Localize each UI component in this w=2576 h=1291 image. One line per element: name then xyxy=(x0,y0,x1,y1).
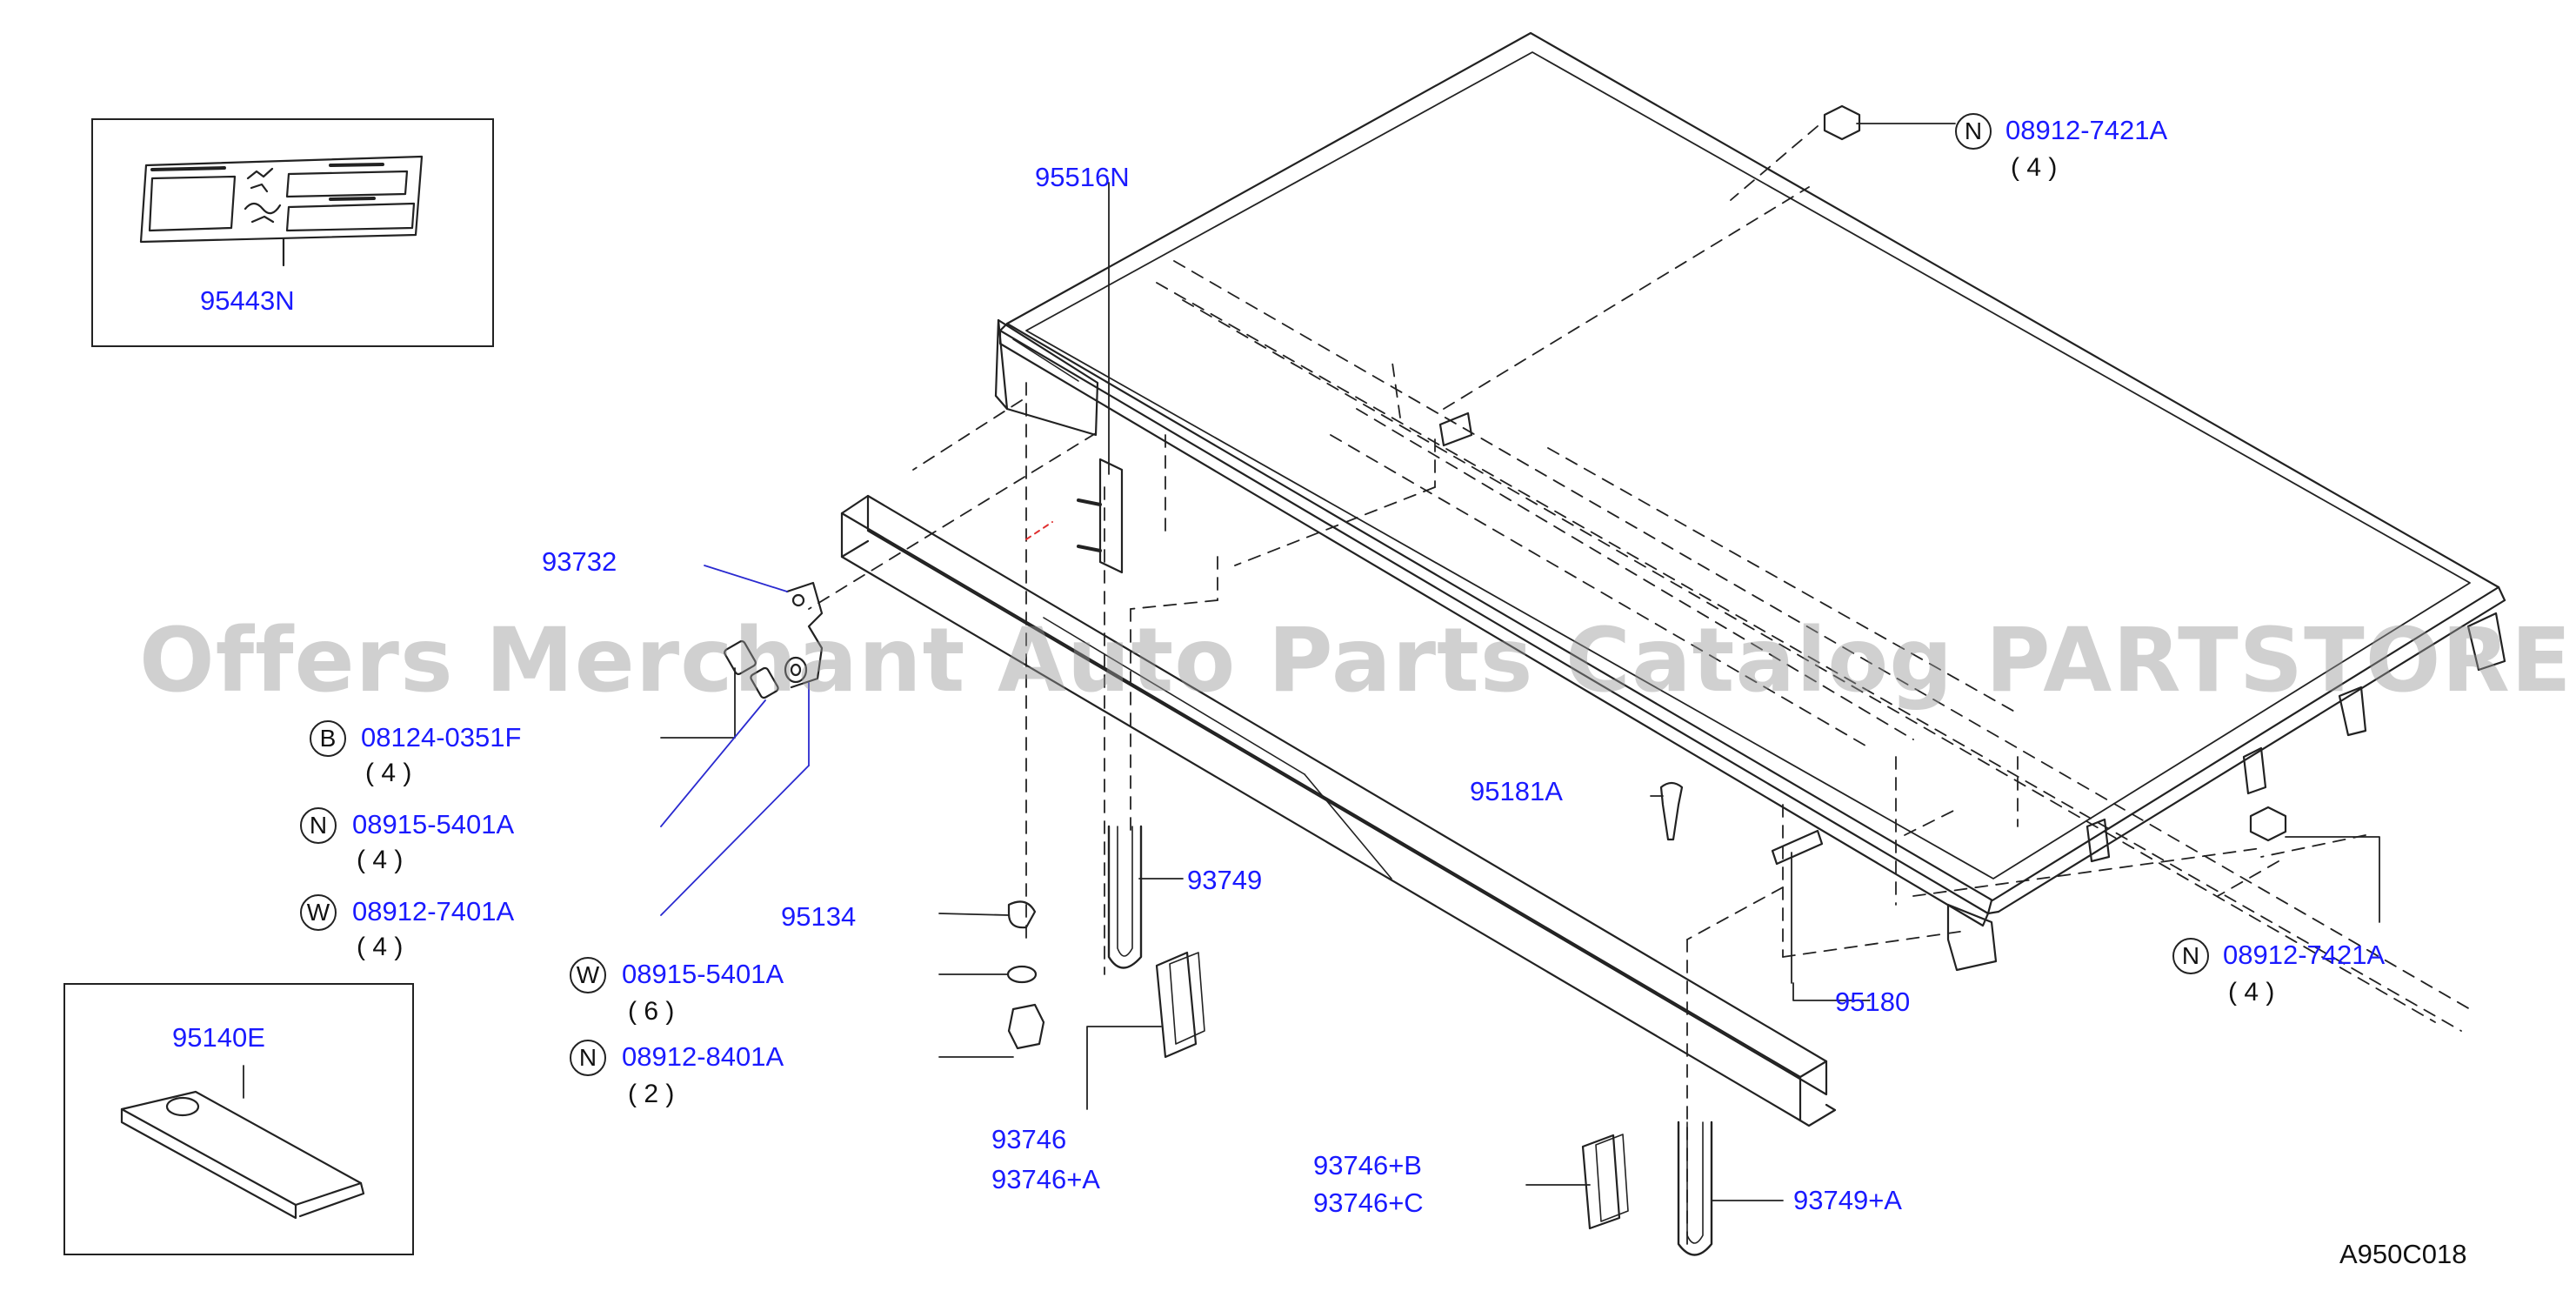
sticker-inset-box xyxy=(91,118,494,347)
part-label-93746-c[interactable]: 93746+C xyxy=(1313,1187,1424,1218)
part-label-93732[interactable]: 93732 xyxy=(542,546,617,577)
part-label-93746-b[interactable]: 93746+B xyxy=(1313,1150,1422,1181)
watermark-text: Offers Merchant Auto Parts Catalog PARTS… xyxy=(139,609,2576,712)
prefix-n-badge-right: N xyxy=(2172,938,2209,974)
part-label-95443N[interactable]: 95443N xyxy=(200,285,295,316)
label-sticker-drawing xyxy=(139,155,424,267)
bolt-plate-95516N-drawing xyxy=(1077,182,1124,574)
u-bolt-93749-drawing xyxy=(1107,825,1205,1059)
cross-member-beam xyxy=(840,494,1837,1127)
qty-08912-8401A: ( 2 ) xyxy=(628,1080,675,1108)
part-label-08915-5401A-b[interactable]: 08915-5401A xyxy=(622,959,784,989)
bracket-inset-box xyxy=(63,983,414,1255)
part-label-93746-a[interactable]: 93746+A xyxy=(991,1164,1100,1194)
part-label-08912-7421A-top[interactable]: 08912-7421A xyxy=(2005,115,2168,145)
part-label-93746[interactable]: 93746 xyxy=(991,1124,1067,1154)
qty-08912-7401A: ( 4 ) xyxy=(357,933,404,961)
bracket-93732-drawing xyxy=(724,581,824,699)
prefix-w-badge: W xyxy=(300,894,337,931)
part-label-08912-7401A[interactable]: 08912-7401A xyxy=(352,896,515,926)
qty-08912-7421A-right: ( 4 ) xyxy=(2228,978,2275,1007)
part-label-08912-8401A[interactable]: 08912-8401A xyxy=(622,1041,784,1072)
u-bolt-93749A-drawing xyxy=(1581,1120,1713,1256)
hardware-column-drawing xyxy=(1006,900,1045,1050)
floor-board-drawing xyxy=(994,31,2506,972)
part-label-93749[interactable]: 93749 xyxy=(1187,865,1263,895)
qty-08915-5401A-b: ( 6 ) xyxy=(628,997,675,1026)
prefix-n-badge: N xyxy=(300,807,337,844)
part-label-93749-a[interactable]: 93749+A xyxy=(1793,1185,1902,1215)
prefix-b-badge: B xyxy=(310,720,346,757)
part-label-08912-7421A-right[interactable]: 08912-7421A xyxy=(2223,940,2386,970)
qty-08915-5401A: ( 4 ) xyxy=(357,846,404,874)
part-label-95180[interactable]: 95180 xyxy=(1835,987,1911,1017)
prefix-w-badge-2: W xyxy=(570,957,606,993)
part-label-95134[interactable]: 95134 xyxy=(781,901,857,932)
part-label-08915-5401A[interactable]: 08915-5401A xyxy=(352,809,515,839)
qty-08124-0351F: ( 4 ) xyxy=(365,759,412,787)
part-label-95140E[interactable]: 95140E xyxy=(172,1022,265,1053)
hidden-lines xyxy=(808,125,2471,1254)
part-label-08124-0351F[interactable]: 08124-0351F xyxy=(361,722,522,753)
diagram-code: A950C018 xyxy=(2339,1239,2467,1269)
part-label-95181A[interactable]: 95181A xyxy=(1470,776,1563,806)
bracket-95140E-drawing xyxy=(120,1065,365,1220)
prefix-n-badge-2: N xyxy=(570,1040,606,1076)
right-parts-drawing xyxy=(1438,104,2287,984)
prefix-n-badge-top: N xyxy=(1955,113,1992,150)
leader-lines xyxy=(660,123,2380,1201)
qty-08912-7421A-top: ( 4 ) xyxy=(2011,153,2058,182)
part-label-95516N[interactable]: 95516N xyxy=(1035,162,1130,192)
